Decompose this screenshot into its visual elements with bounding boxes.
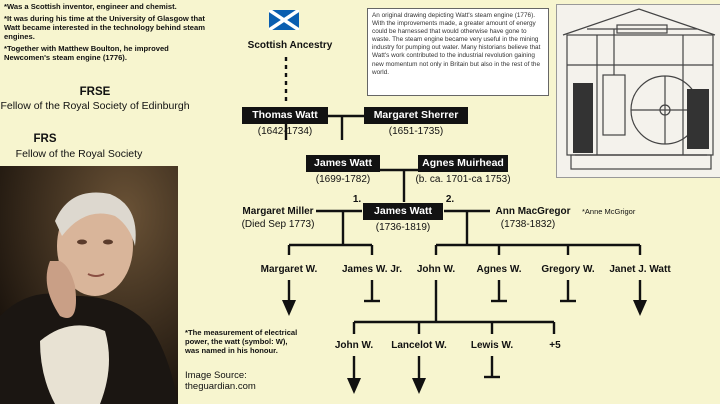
child-agnes-w: Agnes W. xyxy=(476,264,522,275)
child-janet-j-watt: Janet J. Watt xyxy=(609,264,671,275)
person-dates-margaret-miller: (Died Sep 1773) xyxy=(241,219,315,230)
bio-fact-1: *Was a Scottish inventor, engineer and c… xyxy=(4,2,177,11)
ancestry-label: Scottish Ancestry xyxy=(247,40,333,51)
honor-frse-full: Fellow of the Royal Society of Edinburgh xyxy=(0,100,190,112)
person-dates-margaret-sherrer: (1651-1735) xyxy=(388,126,444,137)
person-box-margaret-sherrer: Margaret Sherrer xyxy=(364,107,468,124)
image-source-value: theguardian.com xyxy=(185,381,256,392)
person-box-james-watt: James Watt xyxy=(363,203,443,220)
child-john-w: John W. xyxy=(416,264,456,275)
spouse-marker-1: 1. xyxy=(352,194,362,205)
person-name-margaret-miller: Margaret Miller xyxy=(242,206,314,217)
person-dates-agnes-muirhead: (b. ca. 1701-ca 1753) xyxy=(415,174,511,185)
child-margaret-w: Margaret W. xyxy=(260,264,318,275)
biography-notes: *Was a Scottish inventor, engineer and c… xyxy=(4,2,214,65)
drawing-caption: An original drawing depicting Watt's ste… xyxy=(367,8,549,96)
bio-fact-3: *Together with Matthew Boulton, he impro… xyxy=(4,44,169,62)
image-source: Image Source: theguardian.com xyxy=(185,370,303,392)
bio-fact-2: *It was during his time at the Universit… xyxy=(4,14,205,41)
honor-frse-abbr: FRSE xyxy=(79,86,111,98)
person-dates-thomas-watt: (1642-1734) xyxy=(257,126,313,137)
person-box-james-watt-father: James Watt xyxy=(306,155,380,172)
grandchild-john-w: John W. xyxy=(334,340,374,351)
honor-frs-abbr: FRS xyxy=(33,133,57,145)
person-box-thomas-watt: Thomas Watt xyxy=(242,107,328,124)
person-dates-ann-macgregor: (1738-1832) xyxy=(500,219,556,230)
person-box-agnes-muirhead: Agnes Muirhead xyxy=(418,155,508,172)
child-james-w-jr: James W. Jr. xyxy=(341,264,403,275)
grandchild-more-count: +5 xyxy=(549,340,561,351)
image-source-label: Image Source: xyxy=(185,370,247,381)
grandchild-lancelot-w: Lancelot W. xyxy=(391,340,447,351)
person-dates-james-watt: (1736-1819) xyxy=(375,222,431,233)
steam-engine-drawing xyxy=(556,4,720,178)
person-name-ann-macgregor: Ann MacGregor xyxy=(495,206,571,217)
grandchild-lewis-w: Lewis W. xyxy=(470,340,514,351)
spouse-marker-2: 2. xyxy=(445,194,455,205)
scotland-flag-icon xyxy=(268,8,300,32)
watt-unit-note: *The measurement of electrical power, th… xyxy=(185,328,298,356)
portrait-image xyxy=(0,166,178,404)
person-alias-anne-mcgrigor: *Anne McGrigor xyxy=(582,207,636,216)
person-dates-james-watt-father: (1699-1782) xyxy=(315,174,371,185)
child-gregory-w: Gregory W. xyxy=(541,264,595,275)
honor-frs-full: Fellow of the Royal Society xyxy=(15,148,143,160)
